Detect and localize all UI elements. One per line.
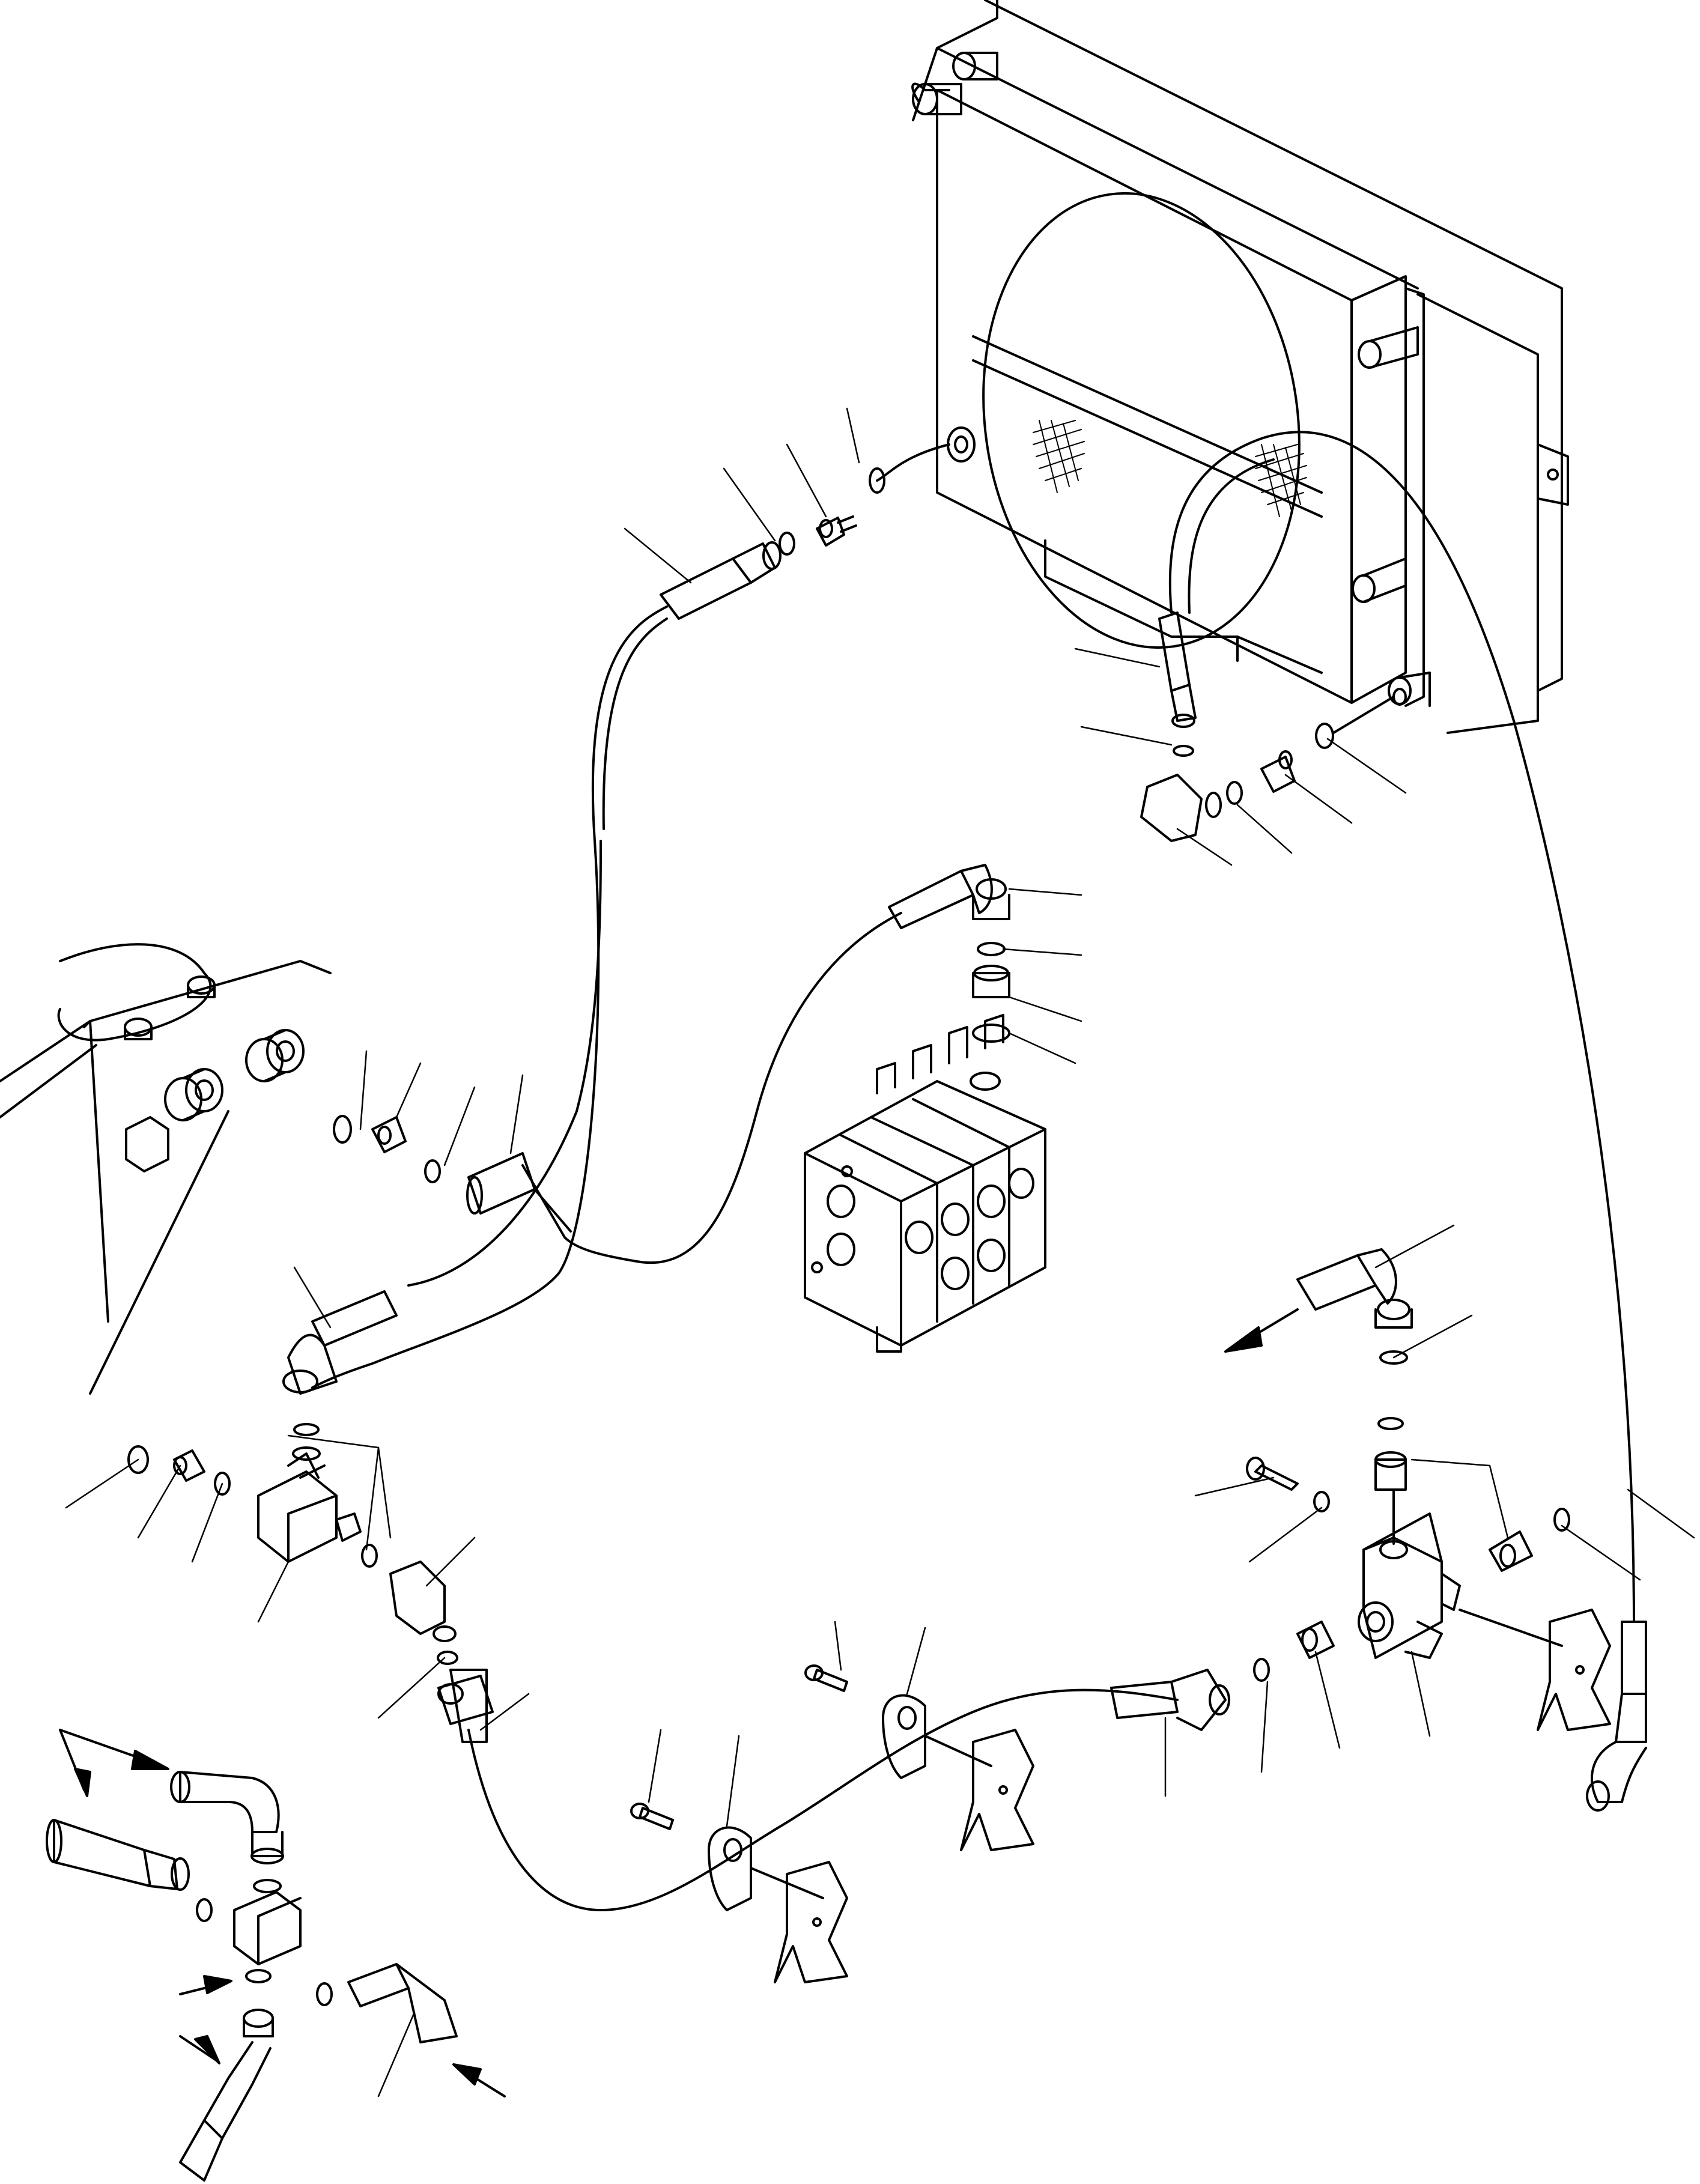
hose-clamp-right (804, 1609, 1611, 1851)
tee-block-left (127, 1423, 458, 1665)
control-valve (804, 1014, 1046, 1353)
hydraulic-tank (0, 943, 332, 1323)
hose-lower-routing (437, 1669, 1230, 1911)
hose-clamp-left (630, 1803, 848, 1983)
hose-valve-return (333, 864, 1010, 1264)
oil-cooler (911, 0, 1569, 734)
hose-tank-return (89, 840, 602, 1395)
leader-lines (65, 407, 1695, 2098)
hose-cooler-inlet (311, 443, 950, 1389)
detail-inset-tee (46, 1729, 506, 2182)
tee-block-right (1224, 1248, 1570, 1682)
hose-cooler-outlet (1140, 431, 1647, 1812)
